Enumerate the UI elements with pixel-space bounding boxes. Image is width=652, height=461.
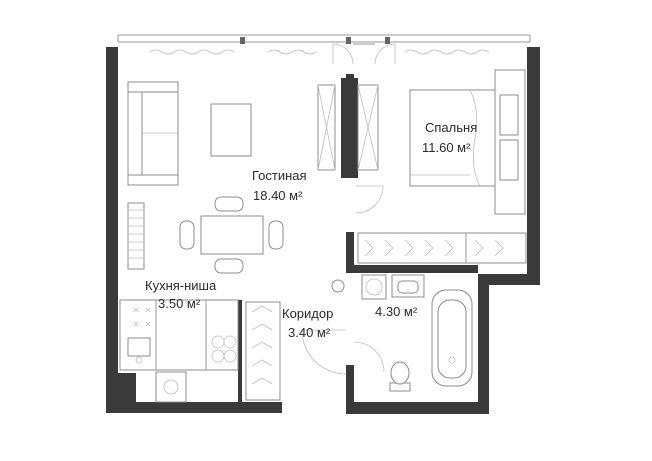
tv-cabinet [317,84,336,171]
room-label-corridor: Коридор 3.40 м² [282,306,333,340]
corridor-name: Коридор [282,306,333,321]
bedroom-closet [357,232,527,264]
bedroom-door [355,185,384,214]
fridge [155,371,187,403]
sofa [127,81,179,186]
corridor-wardrobe [245,301,281,401]
riser-pipe [331,279,345,293]
washing-machine [361,274,387,300]
living-area: 18.40 м² [253,188,303,203]
bed [409,69,526,215]
toilet [389,361,411,392]
bedroom-area: 11.60 м² [422,140,471,155]
kitchen-counter [119,299,239,371]
corridor-area: 3.40 м² [288,325,331,340]
bathtub [431,289,473,387]
radiator [127,202,145,270]
room-label-kitchen: Кухня-ниша 3.50 м² [145,278,217,311]
bedroom-wardrobe [357,84,379,171]
room-label-bathroom: 4.30 м² [375,304,418,319]
kitchen-name: Кухня-ниша [145,278,217,293]
coffee-table [210,103,252,157]
living-name: Гостиная [252,168,307,183]
dining-table [179,196,284,274]
room-label-living: Гостиная 18.40 м² [252,168,307,203]
bathroom-area: 4.30 м² [375,304,418,319]
kitchen-area: 3.50 м² [158,296,201,311]
bathroom-door [353,341,385,373]
sink [391,274,425,298]
walls [106,47,540,414]
room-label-bedroom: Спальня 11.60 м² [422,120,477,155]
top-window-strip [117,34,531,65]
bedroom-name: Спальня [425,120,477,135]
entrance-door [301,329,347,375]
